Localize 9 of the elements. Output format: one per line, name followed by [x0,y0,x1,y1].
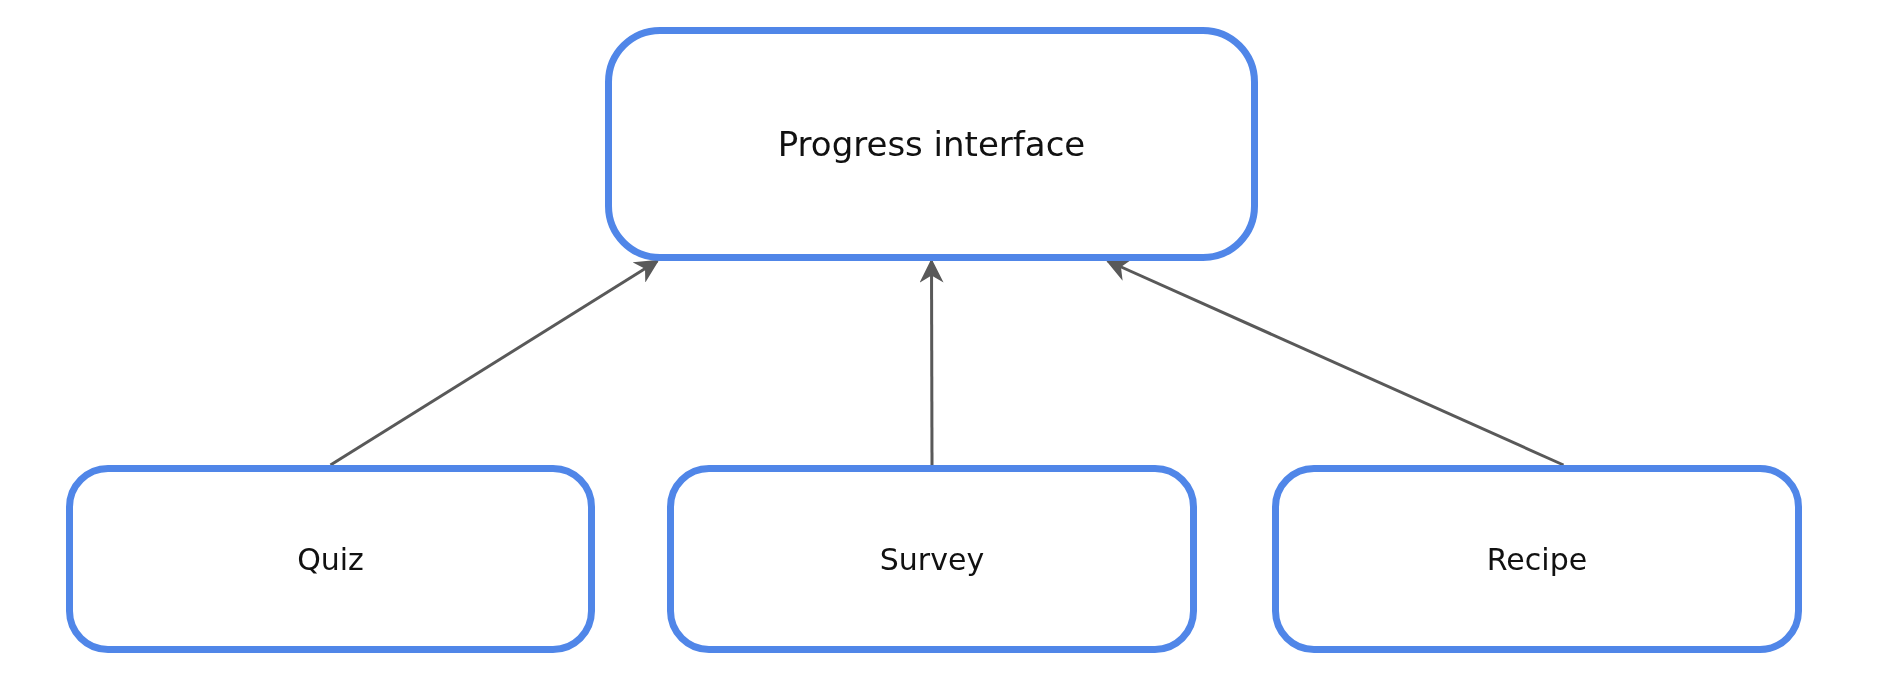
rounded-box [667,465,1197,653]
node-label: Progress interface [777,124,1086,164]
rounded-box [1272,465,1802,653]
rounded-box [66,465,595,653]
rounded-box [605,27,1258,261]
node-label: Survey [879,541,985,577]
node-label: Quiz [297,541,364,577]
node-label: Recipe [1486,541,1588,577]
arrow [329,259,660,467]
